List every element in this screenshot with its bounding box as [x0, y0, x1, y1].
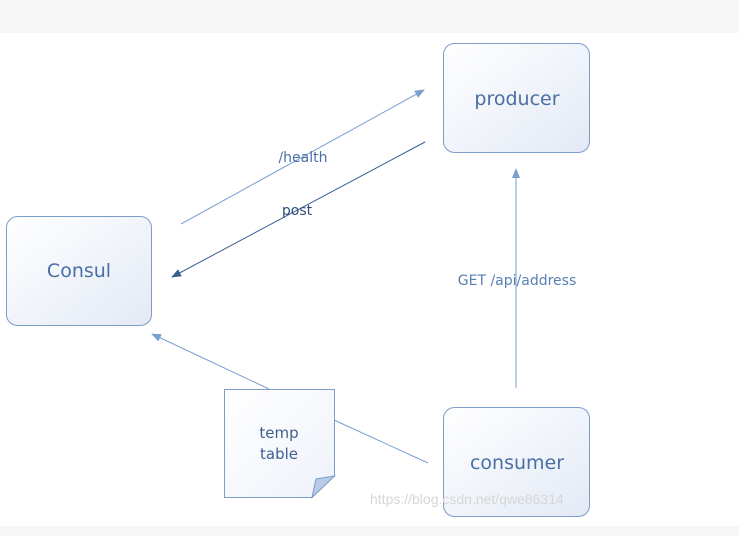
consumer-label: consumer [470, 452, 564, 474]
temp-table-note: temp table [224, 389, 337, 499]
consumer-to-temp-table-connector [333, 419, 429, 464]
consumer-node: consumer [443, 407, 590, 517]
temp-table-to-consul-arrow [151, 333, 270, 390]
consul-label: Consul [47, 260, 111, 282]
temp-table-label-line1: temp [259, 424, 298, 442]
post-arrow [171, 141, 426, 278]
consul-node: Consul [6, 216, 152, 326]
producer-node: producer [443, 43, 590, 153]
folded-corner-icon [311, 475, 337, 499]
health-arrow [180, 89, 425, 225]
temp-table-label-line2: table [260, 445, 298, 463]
health-label: /health [278, 150, 327, 166]
watermark-text: https://blog.csdn.net/qwe86314 [370, 491, 564, 507]
post-label: post [282, 203, 313, 219]
get-api-address-label: GET /api/address [458, 273, 577, 289]
producer-label: producer [474, 88, 559, 110]
